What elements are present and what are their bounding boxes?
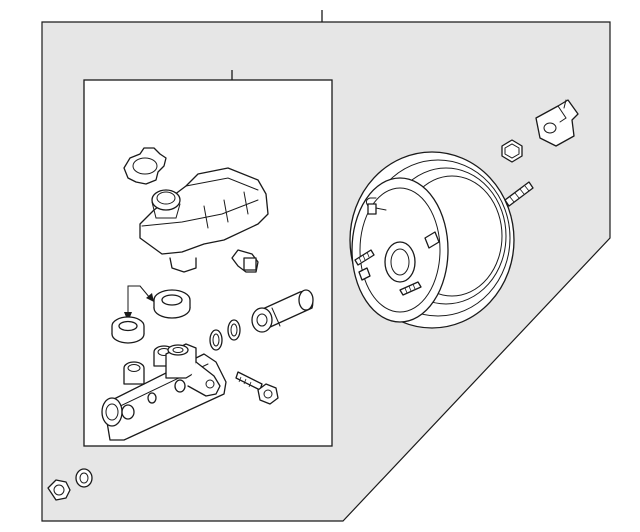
reservoir-grommet-right: [153, 289, 191, 319]
master-cylinder-body: [101, 343, 227, 441]
pushrod-adapter: [251, 289, 314, 333]
booster-bracket: [535, 99, 579, 147]
fluid-reservoir: [139, 167, 269, 273]
reservoir-cap: [123, 147, 167, 185]
grommet-pointer: [124, 285, 154, 322]
check-valve-bolt: [235, 371, 279, 405]
flange-nut: [47, 479, 71, 501]
booster-stud-upper: [354, 249, 375, 266]
booster-rear-stud: [504, 181, 534, 207]
brake-booster: [349, 151, 534, 329]
washer: [75, 468, 93, 488]
o-ring: [227, 319, 241, 341]
booster-nut: [501, 139, 523, 163]
piston-seal: [209, 329, 223, 351]
booster-stud-lower: [399, 281, 422, 296]
reservoir-grommet-left: [111, 316, 145, 344]
